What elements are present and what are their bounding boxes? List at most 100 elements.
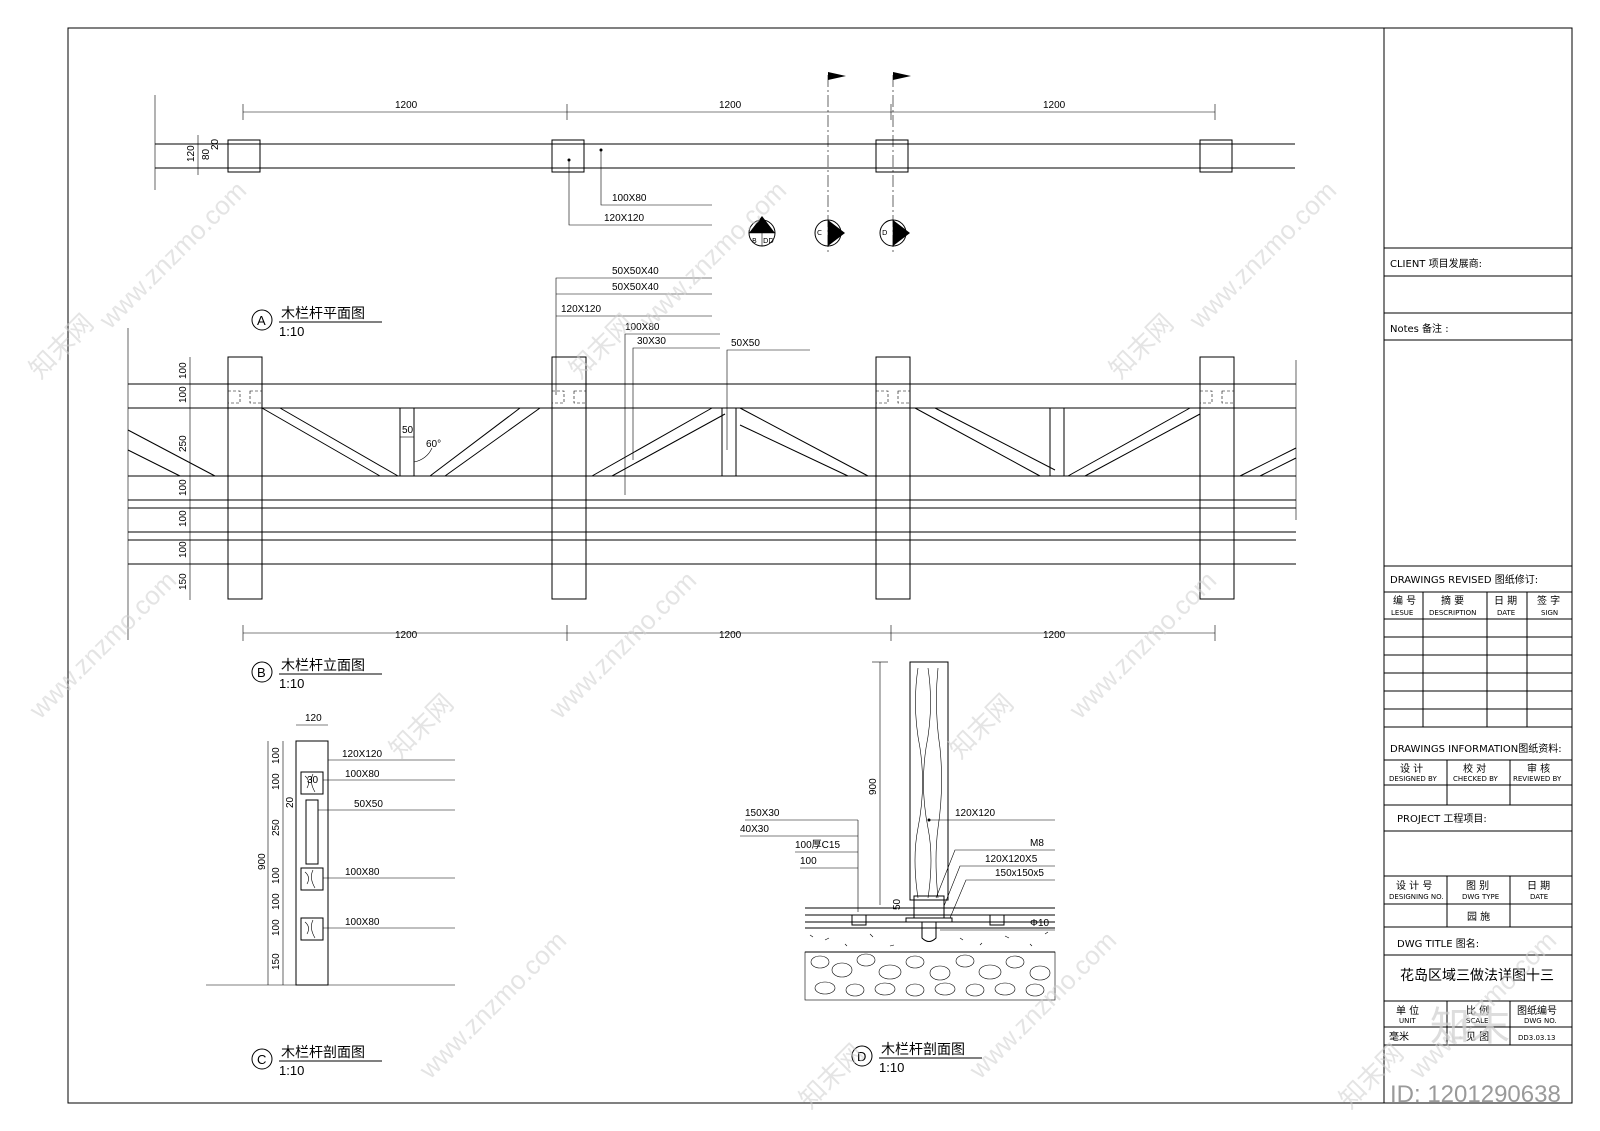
watermark-site: www.znzmo.com (542, 565, 702, 725)
plan-note-120x120: 120X120 (604, 213, 644, 224)
elev-side-dim-7: 150 (178, 573, 189, 590)
tb-bottom-col-3: 图纸编号 (1517, 1004, 1557, 1017)
secc-dim-top: 120 (305, 713, 322, 724)
plan-note-100x80: 100X80 (612, 193, 647, 204)
tb-info-col-3: 审 核 (1527, 762, 1550, 775)
secc-side-dim-3: 250 (271, 819, 282, 836)
secd-note-left-2: 40X30 (740, 824, 769, 835)
tb-rev-col-1: 编 号 (1393, 594, 1416, 607)
elev-note-5: 30X30 (637, 336, 666, 347)
tb-client: CLIENT 项目发展商: (1390, 257, 1482, 270)
title-block: CLIENT 项目发展商: Notes 备注 : DRAWINGS REVISE… (1384, 247, 1572, 1046)
watermark-brand: 知末网 (943, 688, 1019, 764)
tb-info-col-2: 校 对 (1463, 762, 1486, 775)
watermark-brand: 知末网 (383, 688, 459, 764)
watermark-site: www.znzmo.com (1182, 175, 1342, 335)
watermark-brand: 知末网 (1103, 308, 1179, 384)
elev-note-1: 50X50X40 (612, 266, 659, 277)
tb-rev-col-4: 签 字 (1537, 594, 1560, 607)
tb-rev-col-3-en: DATE (1497, 609, 1515, 617)
secd-scale: 1:10 (879, 1060, 904, 1075)
elev-side-dim-1: 100 (178, 362, 189, 379)
tb-dwg-col-2-en: DWG TYPE (1462, 893, 1499, 901)
watermark-brand: 知末网 (563, 308, 639, 384)
watermark-site: www.znzmo.com (632, 175, 792, 335)
marker-b-id: B (752, 237, 757, 245)
tb-info-col-1: 设 计 (1400, 762, 1423, 775)
elev-side-dim-3: 250 (178, 435, 189, 452)
elev-note-3: 120X120 (561, 304, 601, 315)
secd-note-right-4: 150x150x5 (995, 868, 1044, 879)
tb-rev-col-1-en: LESUE (1391, 609, 1413, 617)
plan-dim-3: 1200 (1043, 100, 1066, 111)
elevation-view: 50X50X40 50X50X40 120X120 100X80 30X30 5… (127, 266, 1297, 691)
elev-dim-2: 1200 (719, 630, 742, 641)
tb-revised: DRAWINGS REVISED 图纸修订: (1390, 573, 1538, 586)
watermark-site: www.znzmo.com (22, 565, 182, 725)
tb-dwg-col-1-en: DESIGNING NO. (1389, 893, 1444, 901)
tb-notes: Notes 备注 : (1390, 322, 1449, 335)
watermark-site: www.znzmo.com (92, 175, 252, 335)
watermark-site: www.znzmo.com (412, 925, 572, 1085)
tb-bottom-col-2-en: SCALE (1466, 1017, 1488, 1025)
plan-title: 木栏杆平面图 (281, 306, 365, 322)
tb-dwg-type: 园 施 (1467, 910, 1490, 923)
secc-note-1: 120X120 (342, 749, 382, 760)
elev-side-dim-4: 100 (178, 479, 189, 496)
marker-d-ref: DD (895, 229, 906, 237)
secd-note-left-4: 100 (800, 856, 817, 867)
sheet-border (67, 27, 1573, 1104)
tb-rev-col-2: 摘 要 (1441, 594, 1464, 607)
section-d-view: 900 50 150X30 40X30 100厚C15 100 120X120 … (740, 661, 1056, 1075)
watermark-site: www.znzmo.com (1062, 565, 1222, 725)
secc-side-dim-6: 100 (271, 919, 282, 936)
watermark-brand: 知末网 (23, 308, 99, 384)
plan-dim-1: 1200 (395, 100, 418, 111)
marker-b-ref: DD (763, 237, 774, 245)
secc-side-dim-4: 100 (271, 867, 282, 884)
secd-dim-50: 50 (892, 898, 903, 910)
tb-rev-col-2-en: DESCRIPTION (1429, 609, 1476, 617)
plan-side-dim-80: 80 (201, 148, 212, 160)
elev-title: 木栏杆立面图 (281, 658, 365, 674)
tb-bottom-col-1: 单 位 (1396, 1004, 1419, 1017)
elev-note-6: 50X50 (731, 338, 760, 349)
elev-side-dim-6: 100 (178, 541, 189, 558)
secc-label-circle: C (257, 1052, 266, 1067)
plan-scale: 1:10 (279, 324, 304, 339)
plan-side-dim-120: 120 (186, 145, 197, 162)
secd-note-left-3: 100厚C15 (795, 839, 840, 851)
watermark-id: ID: 1201290638 (1390, 1081, 1561, 1108)
logo-text: 知末 (1430, 1004, 1510, 1050)
plan-label-circle: A (257, 313, 266, 328)
secd-note-bar: Φ10 (1030, 918, 1050, 929)
secd-note-right-3: 120X120X5 (985, 854, 1038, 865)
tb-bottom-col-1-en: UNIT (1399, 1017, 1416, 1025)
elev-dim-3: 1200 (1043, 630, 1066, 641)
tb-info-col-2-en: CHECKED BY (1453, 775, 1499, 783)
secd-note-left-1: 150X30 (745, 808, 780, 819)
tb-rev-col-4-en: SIGN (1541, 609, 1558, 617)
tb-dwg-col-3: 日 期 (1527, 880, 1550, 892)
tb-project: PROJECT 工程项目: (1397, 813, 1487, 825)
marker-c-id: C (817, 229, 822, 237)
watermark-site: www.znzmo.com (962, 925, 1122, 1085)
tb-dwg-col-3-en: DATE (1530, 893, 1548, 901)
elev-side-dim-5: 100 (178, 510, 189, 527)
secc-dim-30: 30 (307, 775, 319, 786)
secc-title: 木栏杆剖面图 (281, 1045, 365, 1061)
tb-bottom-col-3-en: DWG NO. (1524, 1017, 1557, 1025)
secd-dim-900: 900 (868, 778, 879, 795)
secd-title: 木栏杆剖面图 (881, 1042, 965, 1058)
tb-dwg-col-1: 设 计 号 (1396, 879, 1432, 892)
secc-side-dim-1: 100 (271, 747, 282, 764)
plan-side-dim-20: 20 (210, 138, 221, 150)
secc-note-5: 100X80 (345, 917, 380, 928)
logo-mark: 知末 (1430, 1004, 1510, 1050)
secc-note-2: 100X80 (345, 769, 380, 780)
elev-side-dim-2: 100 (178, 386, 189, 403)
plan-dim-2: 1200 (719, 100, 742, 111)
tb-dwg-title: 花岛区域三做法详图十三 (1400, 968, 1554, 984)
plan-view: 1200 1200 1200 120 80 20 100X80 120X120 (154, 72, 1295, 339)
secc-total-900: 900 (257, 853, 268, 870)
